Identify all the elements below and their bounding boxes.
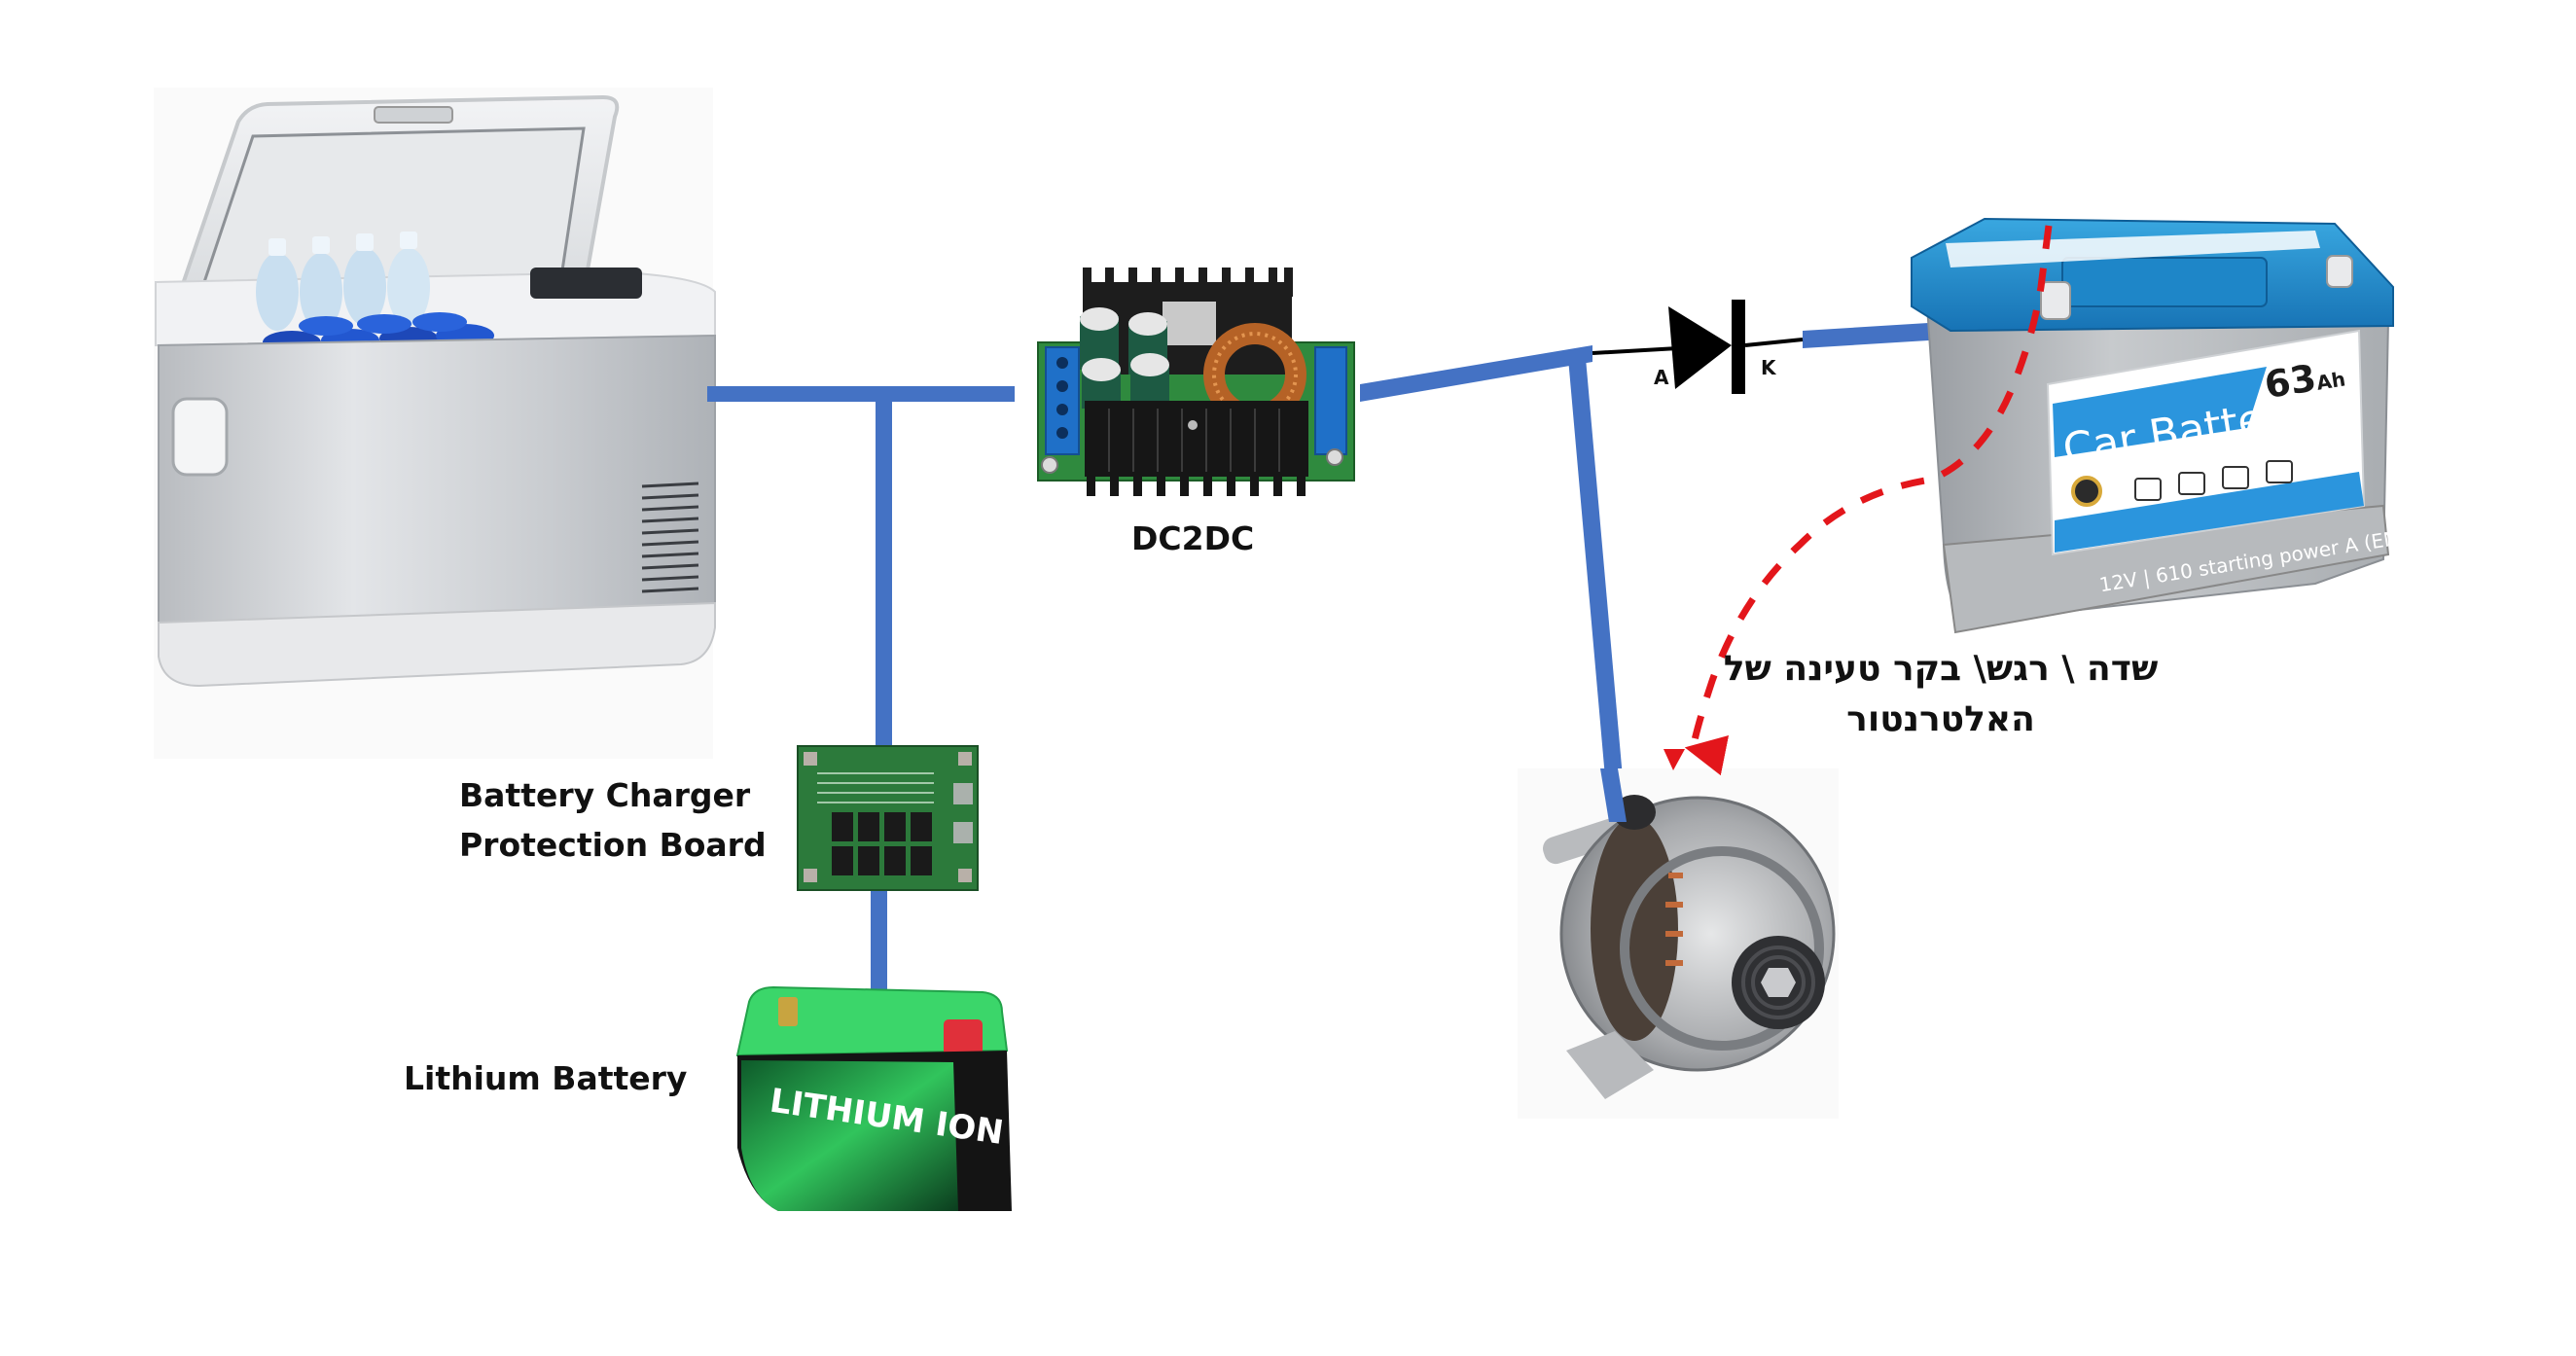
red-arrowhead-icon [1664, 749, 1685, 770]
bms-board-image [797, 745, 979, 891]
wire-fridge-to-dc2dc [707, 386, 1015, 402]
wire-junction-to-alternator [1568, 358, 1627, 822]
alternator-image [1518, 768, 1839, 1119]
wire-dc2dc-to-diode [1360, 345, 1592, 402]
wire-alternator-terminal [1600, 768, 1627, 822]
protection-board-label-line1: Battery Charger [459, 776, 751, 814]
wire-protection-board-to-lithium-battery [871, 875, 887, 990]
diode-symbol: A K [1592, 300, 1804, 394]
wire-junction-to-protection-board [876, 394, 892, 754]
dc2dc-label: DC2DC [1131, 519, 1255, 557]
car-battery-capacity-text: 63Ah [2262, 352, 2347, 407]
alternator-annotation-line1: שדה \ רגש\ בקר טעינה של [1723, 649, 2159, 689]
diode-cathode-label: K [1761, 356, 1777, 379]
alternator-sense-dashed-arrow [1684, 225, 2053, 776]
dc-dc-converter-board-image [1037, 268, 1355, 496]
alternator-annotation-line2: האלטרנטור [1846, 699, 2035, 739]
car-battery-image: Car Battery 63Ah 12V | 610 starting powe… [1911, 217, 2408, 634]
lithium-battery-label: Lithium Battery [404, 1059, 688, 1097]
car-fridge-image [154, 88, 716, 759]
diode-anode-label: A [1654, 366, 1669, 389]
protection-board-label: Battery Charger Protection Board [459, 770, 767, 870]
alternator-annotation: שדה \ רגש\ בקר טעינה של האלטרנטור [1698, 644, 2184, 745]
lithium-battery-image: LITHIUM ION [735, 985, 1012, 1211]
protection-board-label-line2: Protection Board [459, 826, 767, 864]
